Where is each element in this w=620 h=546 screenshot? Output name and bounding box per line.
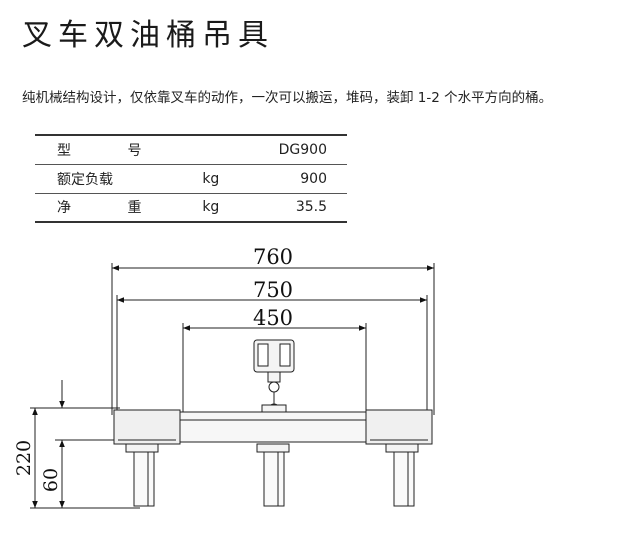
spec-value: DG900 xyxy=(278,141,327,158)
dimension-label-750: 750 xyxy=(253,278,293,302)
spec-value: 35.5 xyxy=(295,199,327,216)
spec-label: 型 号 xyxy=(57,142,168,159)
spec-unit xyxy=(172,135,278,164)
dimension-label-220: 220 xyxy=(13,440,35,476)
product-description: 纯机械结构设计，仅依靠叉车的动作，一次可以搬运，堆码，装卸 1-2 个水平方向的… xyxy=(22,90,553,106)
dimension-label-60: 60 xyxy=(40,468,62,492)
spec-label: 净 重 xyxy=(57,200,168,217)
table-row: 额定负载 kg 900 xyxy=(35,164,347,193)
spec-label: 额定负载 xyxy=(57,171,113,188)
technical-drawing: 760 750 450 220 60 xyxy=(13,245,435,509)
spec-table: 型 号 DG900 额定负载 kg 900 净 重 kg 35.5 xyxy=(35,134,347,223)
page-title: 叉车双油桶吊具 xyxy=(22,18,274,53)
spec-value: 900 xyxy=(300,170,327,187)
dimension-label-450: 450 xyxy=(253,306,293,330)
dimension-label-760: 760 xyxy=(253,245,293,269)
spec-unit: kg xyxy=(202,199,220,216)
table-row: 净 重 kg 35.5 xyxy=(35,193,347,222)
spec-unit: kg xyxy=(202,170,220,187)
table-row: 型 号 DG900 xyxy=(35,135,347,164)
